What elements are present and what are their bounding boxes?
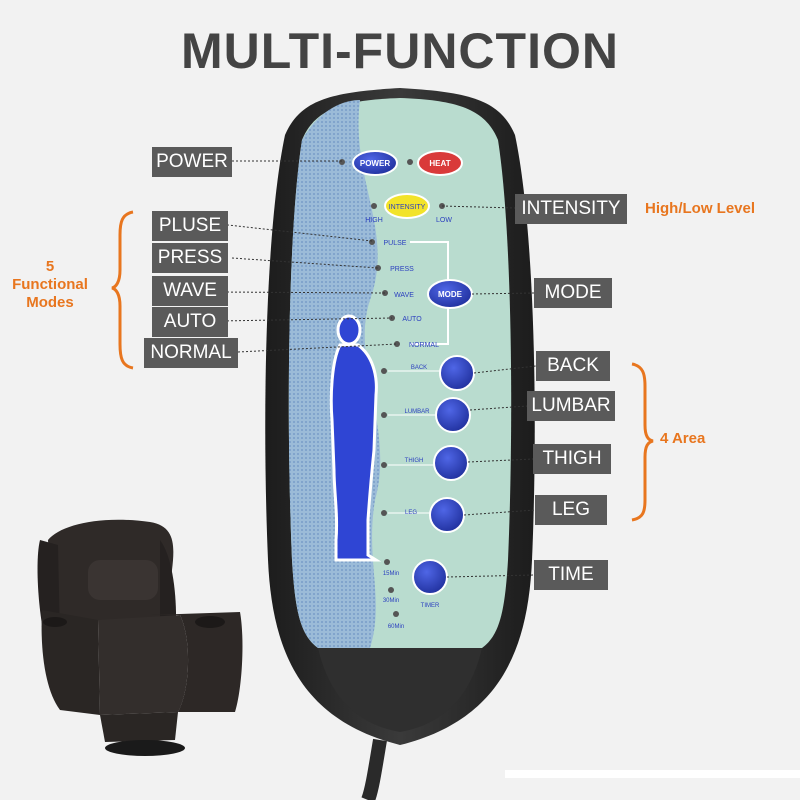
floor-highlight (505, 770, 800, 778)
lumbar-button-icon (435, 397, 471, 433)
wave-led-icon (382, 290, 388, 296)
leader-lines-left (218, 160, 398, 353)
callout-auto: AUTO (152, 307, 228, 337)
press-led-icon (375, 265, 381, 271)
heat-button-label: HEAT (429, 159, 450, 168)
recliner-chair-image (37, 519, 243, 756)
callout-intensity: INTENSITY (515, 194, 627, 224)
heat-button-icon (417, 150, 463, 176)
auto-label: AUTO (402, 316, 422, 323)
30min-led-icon (388, 587, 394, 593)
high-led-icon (371, 203, 377, 209)
60min-label: 60Min (388, 624, 404, 630)
intensity-button-icon (384, 193, 430, 219)
leg-button-icon (429, 497, 465, 533)
normal-led-icon (394, 341, 400, 347)
remote-bottom (318, 648, 482, 732)
thigh-led-icon (381, 462, 387, 468)
timer-button-icon (412, 559, 448, 595)
press-label: PRESS (390, 266, 414, 273)
callout-thigh: THIGH (533, 444, 611, 474)
callout-pluse: PLUSE (152, 211, 228, 241)
pulse-label: PULSE (384, 240, 407, 247)
mode-button-label: MODE (438, 290, 463, 299)
back-led-icon (381, 368, 387, 374)
left-brace (111, 210, 134, 370)
back-button-icon (439, 355, 475, 391)
15min-label: 15Min (383, 571, 399, 577)
callout-back: BACK (536, 351, 610, 381)
power-button-label: POWER (360, 159, 390, 168)
30min-label: 30Min (383, 598, 399, 604)
high-label: HIGH (365, 217, 383, 224)
thigh-label: THIGH (405, 458, 424, 464)
callout-leg: LEG (535, 495, 607, 525)
body-silhouette-icon (329, 314, 382, 562)
leg-led-icon (381, 510, 387, 516)
four-area-annotation: 4 Area (660, 430, 706, 447)
leader-lines-right (441, 205, 537, 578)
right-brace (631, 362, 654, 522)
callout-press: PRESS (152, 243, 228, 273)
page-title: MULTI-FUNCTION (181, 23, 619, 79)
callout-mode: MODE (534, 278, 612, 308)
callout-lumbar: LUMBAR (527, 391, 615, 421)
low-label: LOW (436, 217, 452, 224)
normal-label: NORMAL (409, 342, 439, 349)
mode-bracket (410, 241, 449, 345)
back-label: BACK (411, 365, 427, 371)
intensity-button-label: INTENSITY (389, 204, 426, 211)
cable (361, 738, 387, 800)
lumbar-label: LUMBAR (404, 409, 430, 415)
functional-modes-annotation: 5 Functional Modes (12, 258, 88, 311)
wave-label: WAVE (394, 292, 414, 299)
15min-led-icon (384, 559, 390, 565)
lumbar-led-icon (381, 412, 387, 418)
callout-normal: NORMAL (144, 338, 238, 368)
high-low-annotation: High/Low Level (645, 200, 756, 217)
callout-power: POWER (152, 147, 232, 177)
heat-led-icon (407, 159, 413, 165)
60min-led-icon (393, 611, 399, 617)
leg-label: LEG (405, 510, 417, 516)
pulse-led-icon (369, 239, 375, 245)
power-led-icon (339, 159, 345, 165)
power-button-icon (352, 150, 398, 176)
thigh-button-icon (433, 445, 469, 481)
callout-time: TIME (534, 560, 608, 590)
callout-wave: WAVE (152, 276, 228, 306)
timer-label: TIMER (421, 603, 440, 609)
